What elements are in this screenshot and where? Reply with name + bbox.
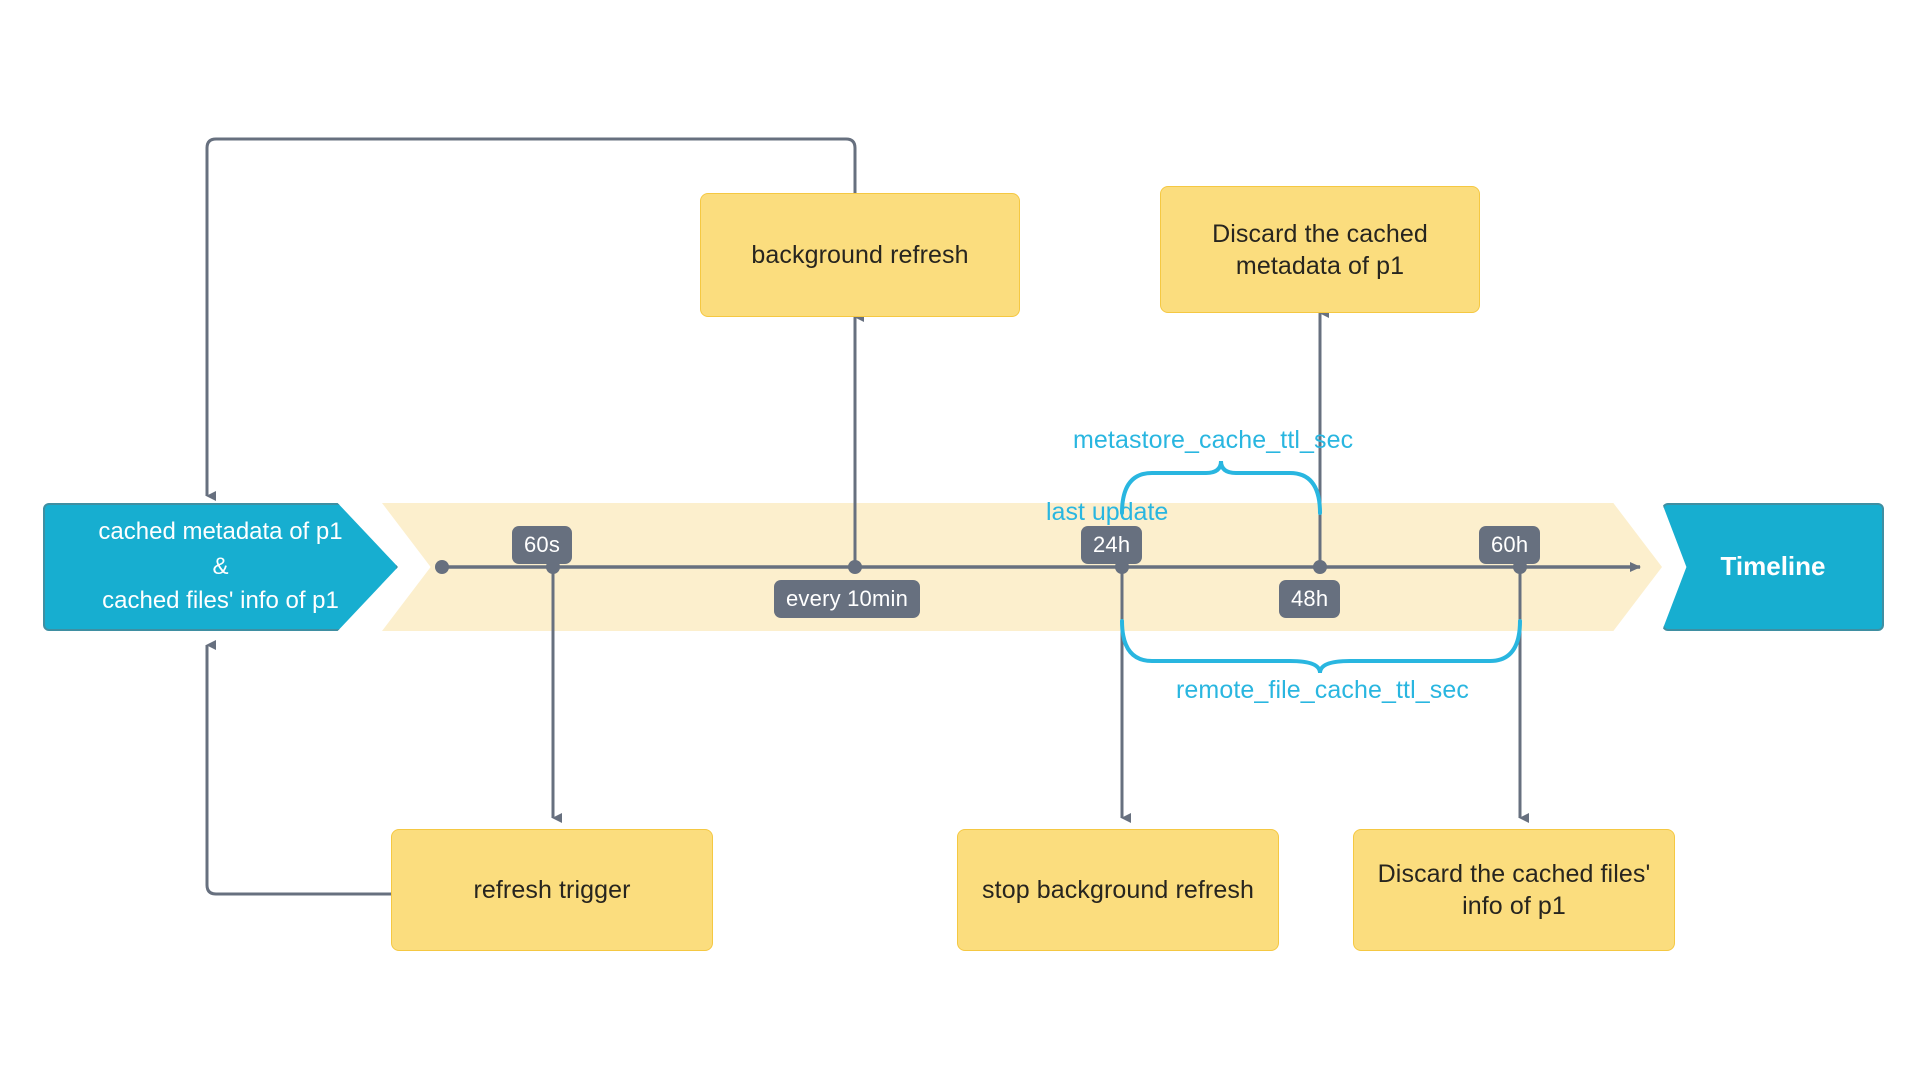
label-metastore-cache-ttl-sec: metastore_cache_ttl_sec	[1073, 426, 1354, 454]
source-cached-state-node[interactable]: cached metadata of p1 & cached files' in…	[43, 503, 398, 631]
box-refresh-trigger[interactable]: refresh trigger	[391, 829, 713, 951]
timeline-axis-label[interactable]: Timeline	[1662, 503, 1884, 631]
source-line-2: &	[212, 552, 229, 580]
box-discard-cached-metadata[interactable]: Discard the cached metadata of p1	[1160, 186, 1480, 313]
label-last-update: last update	[1046, 498, 1169, 526]
marker-pill-every-10min[interactable]: every 10min	[774, 580, 921, 618]
label-remote-file-cache-ttl-sec: remote_file_cache_ttl_sec	[1176, 676, 1469, 704]
source-line-3: cached files' info of p1	[102, 587, 339, 615]
source-line-1: cached metadata of p1	[98, 517, 343, 545]
connector-refresh-trigger-to-source	[205, 640, 391, 896]
box-discard-cached-files-info[interactable]: Discard the cached files' info of p1	[1353, 829, 1675, 951]
marker-pill-24h[interactable]: 24h	[1081, 526, 1143, 564]
marker-pill-60s[interactable]: 60s	[512, 526, 573, 564]
timeline-band	[382, 503, 1662, 631]
box-stop-background-refresh[interactable]: stop background refresh	[957, 829, 1279, 951]
marker-pill-60h[interactable]: 60h	[1479, 526, 1541, 564]
marker-pill-48h[interactable]: 48h	[1279, 580, 1341, 618]
box-background-refresh[interactable]: background refresh	[700, 193, 1020, 317]
